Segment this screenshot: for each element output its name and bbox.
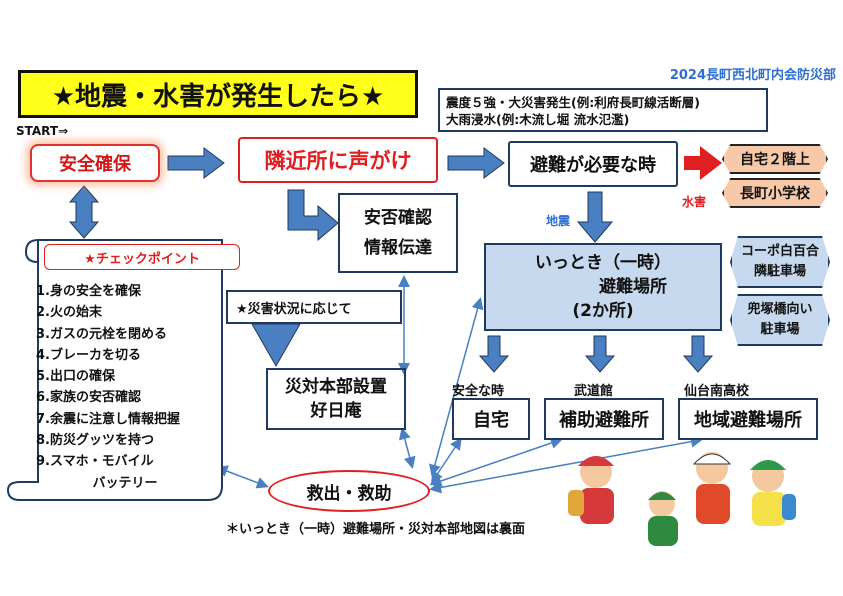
evacuee-illustration bbox=[568, 452, 796, 546]
situation-note: ★災害状況に応じて bbox=[226, 290, 402, 324]
arrow-down-2 bbox=[584, 335, 616, 373]
checkpoint-item: 1.身の安全を確保 bbox=[36, 284, 141, 299]
step-confirm-safety: 安否確認 情報伝達 bbox=[338, 193, 458, 273]
shelter-site-1-line1: コーポ白百合 bbox=[740, 244, 819, 259]
start-label: START⇒ bbox=[16, 124, 69, 138]
checkpoint-list: 1.身の安全を確保 2.火の始末 3.ガスの元栓を閉める 4.ブレーカを切る 5… bbox=[36, 281, 226, 494]
checkpoint-item: 5.出口の確保 bbox=[36, 369, 115, 385]
arrow-evac-down bbox=[576, 191, 614, 243]
callout-pointer bbox=[251, 323, 301, 368]
checkpoint-item: 7.余震に注意し情報把握 bbox=[36, 411, 180, 427]
arrow-neighbors-to-evac bbox=[447, 147, 505, 179]
flood-label: 水害 bbox=[682, 195, 707, 209]
destination-caption-budokan: 武道館 bbox=[574, 384, 614, 399]
shelter-line2: 避難場所 bbox=[599, 277, 667, 297]
shelter-site-2-line1: 兜塚橋向い bbox=[747, 302, 813, 317]
page-title: ★地震・水害が発生したら★ bbox=[18, 70, 418, 118]
flood-option-school: 長町小学校 bbox=[722, 178, 828, 208]
step-call-neighbors: 隣近所に声がけ bbox=[238, 137, 438, 183]
flood-option-home: 自宅２階上 bbox=[722, 144, 828, 174]
checkpoint-item: 9.スマホ・モバイル bbox=[36, 454, 154, 470]
shelter-site-2-line2: 駐車場 bbox=[760, 322, 800, 337]
destination-home: 自宅 bbox=[452, 398, 530, 440]
checkpoint-item: 2.火の始末 bbox=[36, 305, 102, 321]
organization-label: 2024長町西北町内会防災部 bbox=[669, 68, 836, 83]
destination-caption-school: 仙台南高校 bbox=[684, 384, 750, 399]
disaster-note-line1: 震度５強・大災害発生(例:利府長町線活断層) bbox=[446, 95, 700, 110]
temporary-shelter-box: いっとき（一時） 避難場所 (2か所) bbox=[484, 243, 722, 331]
hq-box: 災対本部設置 好日庵 bbox=[266, 368, 406, 430]
destination-sub-shelter: 補助避難所 bbox=[544, 398, 664, 440]
confirm-safety-line1: 安否確認 bbox=[364, 208, 432, 228]
hq-line2: 好日庵 bbox=[310, 401, 362, 421]
hq-line1: 災対本部設置 bbox=[285, 377, 387, 397]
checkpoint-title: ★チェックポイント bbox=[44, 244, 240, 270]
checkpoint-item: 8.防災グッツを持つ bbox=[36, 433, 154, 449]
rescue-ellipse: 救出・救助 bbox=[268, 470, 430, 512]
arrow-updown-safety bbox=[68, 185, 100, 239]
arrow-down-3 bbox=[682, 335, 714, 373]
shelter-line1: いっとき（一時） bbox=[535, 253, 671, 273]
footnote: ＊いっとき（一時）避難場所・災対本部地図は裏面 bbox=[226, 522, 526, 537]
destination-area-shelter: 地域避難場所 bbox=[678, 398, 818, 440]
shelter-site-1-line2: 隣駐車場 bbox=[753, 264, 806, 279]
step-safety: 安全確保 bbox=[30, 144, 160, 182]
arrow-to-flood bbox=[684, 146, 722, 180]
disaster-note-line2: 大雨浸水(例:木流し堀 流水氾濫) bbox=[446, 112, 630, 127]
confirm-safety-line2: 情報伝達 bbox=[364, 238, 432, 258]
checkpoint-item: 6.家族の安否確認 bbox=[36, 390, 141, 406]
earthquake-label: 地震 bbox=[546, 214, 571, 228]
shelter-site-2: 兜塚橋向い 駐車場 bbox=[730, 294, 830, 346]
arrow-down-1 bbox=[478, 335, 510, 373]
step-evacuation-needed: 避難が必要な時 bbox=[508, 141, 678, 187]
disaster-note: 震度５強・大災害発生(例:利府長町線活断層) 大雨浸水(例:木流し堀 流水氾濫) bbox=[438, 88, 768, 132]
shelter-line3: (2か所) bbox=[572, 301, 634, 321]
checkpoint-item: 4.ブレーカを切る bbox=[36, 347, 141, 363]
arrow-neighbors-to-anpi bbox=[287, 189, 339, 242]
arrow-safety-to-neighbors bbox=[167, 147, 225, 179]
destination-caption-home: 安全な時 bbox=[452, 384, 505, 399]
checkpoint-item: 3.ガスの元栓を閉める bbox=[36, 326, 167, 342]
checkpoint-item: バッテリー bbox=[36, 475, 158, 491]
shelter-site-1: コーポ白百合 隣駐車場 bbox=[730, 236, 830, 288]
checkpoint-scroll bbox=[6, 239, 223, 501]
